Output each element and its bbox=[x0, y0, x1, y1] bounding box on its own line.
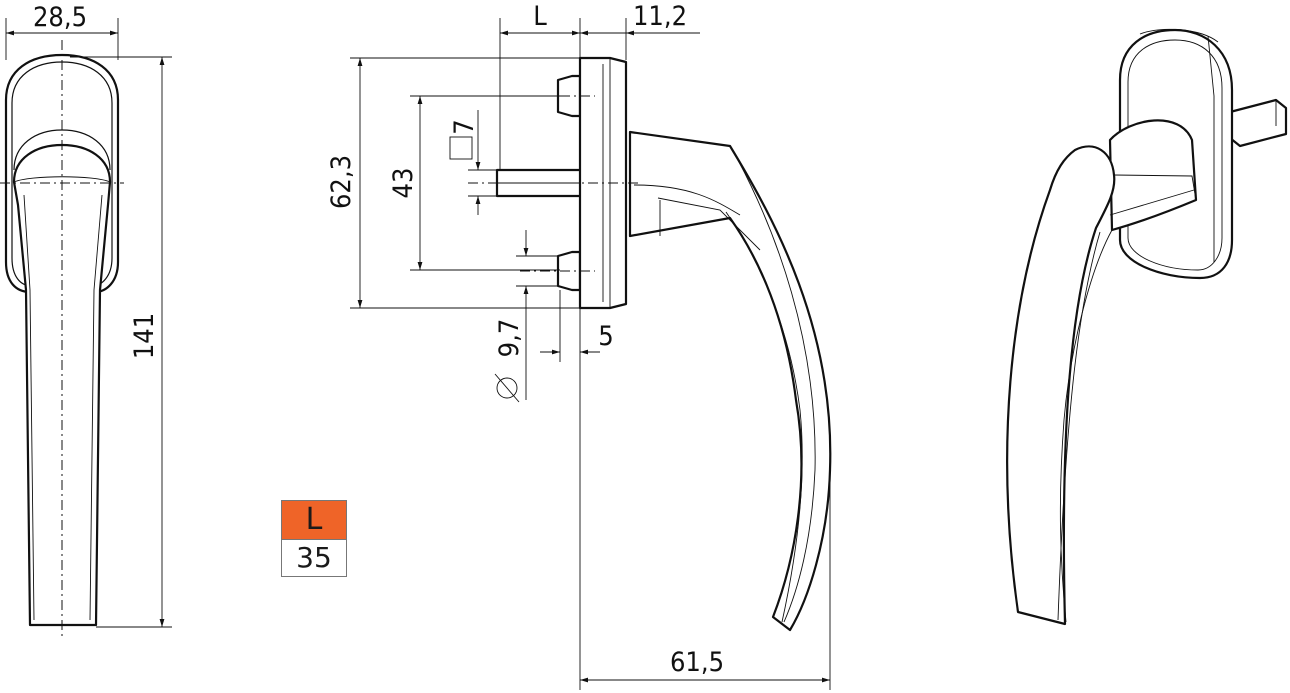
dim-rose-thickness: 11,2 bbox=[633, 1, 687, 32]
front-lever-top bbox=[13, 176, 111, 183]
front-rose-inner bbox=[11, 61, 113, 287]
dim-length-l: L bbox=[533, 1, 547, 32]
persp-lever bbox=[1006, 145, 1116, 626]
front-lever-edge-left bbox=[23, 194, 35, 621]
diameter-symbol-icon bbox=[494, 373, 520, 403]
dim-screw-offset: 5 bbox=[598, 321, 613, 352]
front-lever-edge-right bbox=[89, 194, 103, 621]
dim-width-front: 28,5 bbox=[33, 2, 87, 33]
front-view: 28,5 141 bbox=[0, 2, 172, 640]
persp-spindle bbox=[1228, 98, 1288, 148]
dim-projection: 61,5 bbox=[670, 647, 724, 678]
length-legend: L 35 bbox=[281, 500, 347, 577]
legend-value: 35 bbox=[282, 540, 346, 576]
square-symbol-icon bbox=[449, 136, 473, 160]
side-view: L 11,2 62,3 43 7 9,7 bbox=[326, 1, 832, 690]
dim-screw-diameter: 9,7 bbox=[494, 319, 525, 358]
legend-header: L bbox=[282, 501, 346, 540]
dim-square-spindle: 7 bbox=[449, 119, 480, 134]
perspective-view bbox=[1006, 28, 1288, 626]
dim-rose-height: 62,3 bbox=[326, 155, 357, 209]
dim-screw-spacing: 43 bbox=[388, 168, 419, 199]
dim-height-total: 141 bbox=[129, 313, 160, 359]
